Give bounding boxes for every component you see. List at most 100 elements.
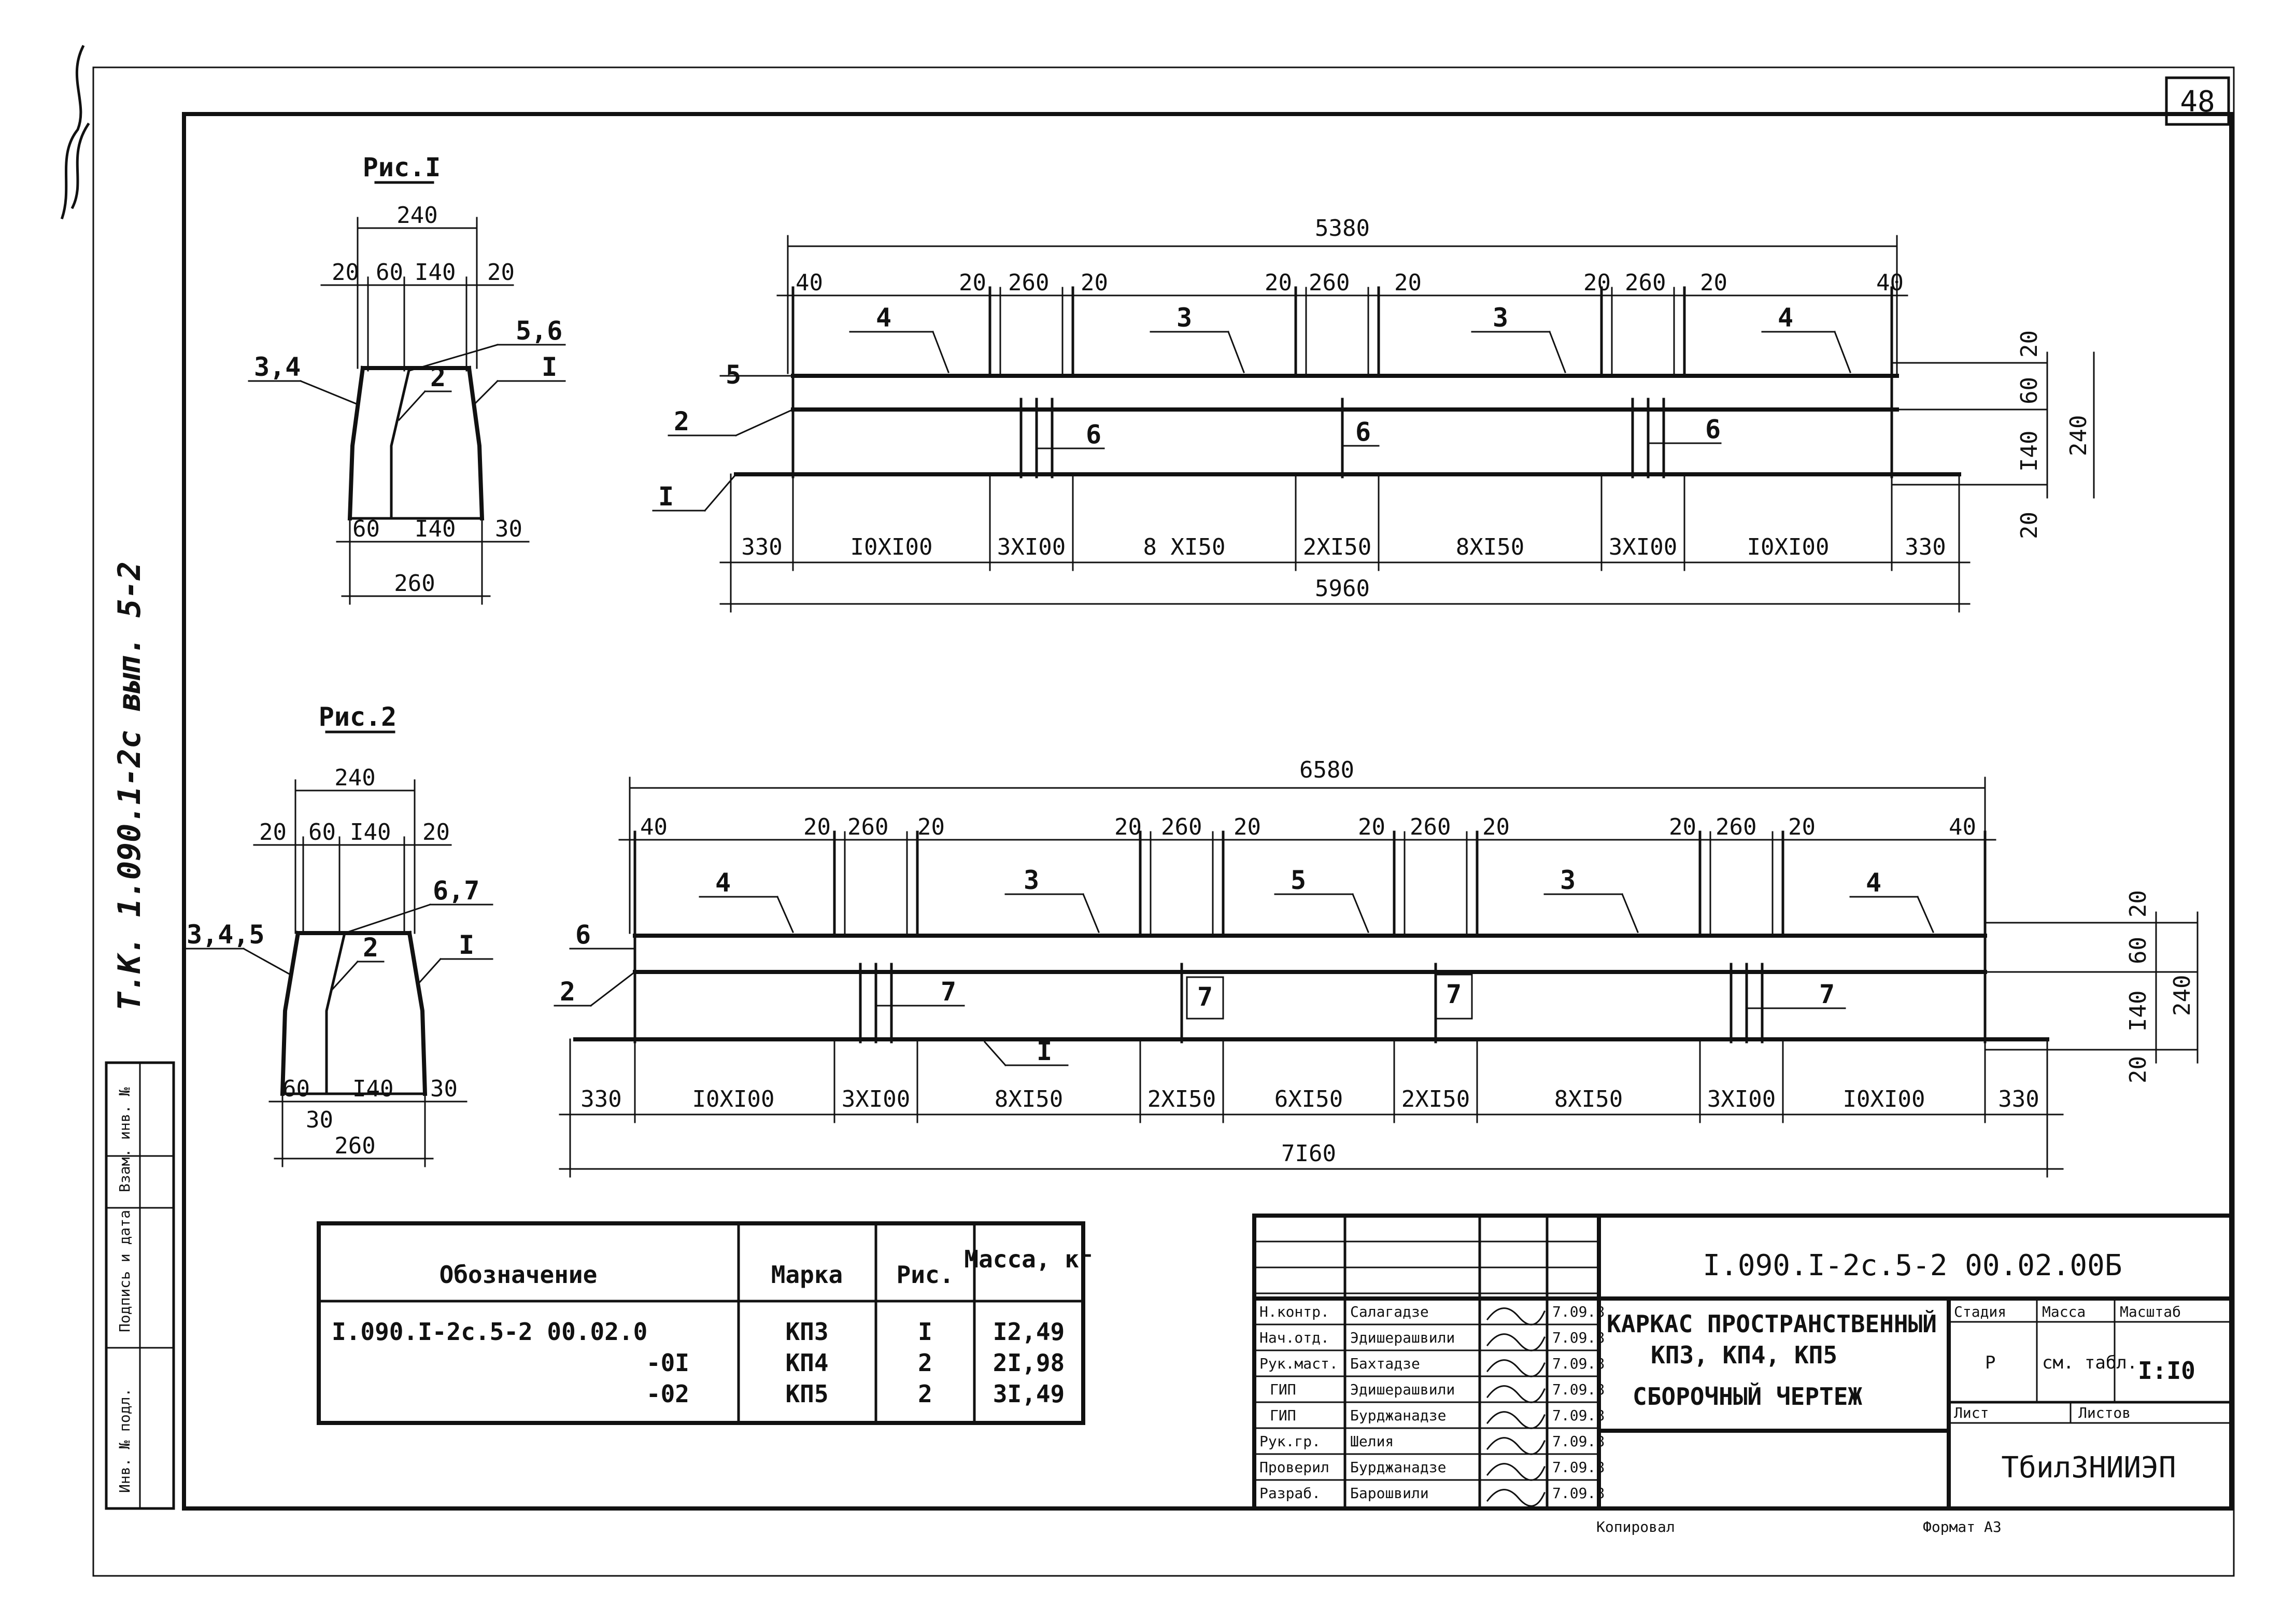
- fig2-title: Рис.2: [319, 702, 397, 732]
- elev2-top-seg-7: 20: [1234, 814, 1261, 840]
- elev2-bottom-seg-5: 2XI50: [1147, 1086, 1216, 1112]
- spec-header-fig: Рис.: [897, 1261, 954, 1289]
- tb-name-line1: КАРКАС ПРОСТРАНСТВЕННЫЙ: [1607, 1310, 1937, 1338]
- elev2-bottom-seg-2: I0XI00: [692, 1086, 775, 1112]
- fig1-top-part-4: 20: [487, 259, 515, 286]
- elev2-tie-label-4: 7: [1819, 979, 1835, 1009]
- spec-cell-r2-mass: 2I,98: [993, 1349, 1065, 1377]
- elev2-top-seg-5: 20: [1114, 814, 1142, 840]
- tb-name-3: Бахтадзе: [1350, 1355, 1420, 1372]
- elev2-top-seg-9: 260: [1410, 814, 1451, 840]
- elev1-top-seg-5: 20: [1265, 270, 1292, 296]
- tb-role-7: Проверил: [1259, 1459, 1329, 1476]
- elev1-bottom-seg-2: I0XI00: [851, 534, 933, 560]
- elev2-bottom-seg-9: 3XI00: [1707, 1086, 1776, 1112]
- elev1-right-dim-2: 60: [2016, 377, 2043, 404]
- elev1-right-dim-3: I40: [2016, 431, 2043, 472]
- fig2-top-part-2: 60: [308, 819, 336, 845]
- elev1-top-seg-2: 20: [959, 270, 986, 296]
- elev1-rod-label-2: 2: [674, 406, 689, 436]
- side-stamp: Инв. № подл. Подпись и дата Взам. инв. №: [105, 1061, 175, 1510]
- elev2-right-dim-1: 20: [2125, 890, 2151, 918]
- elev2-rod-label-3: I: [1037, 1036, 1052, 1066]
- stamp-signature-date: Подпись и дата: [116, 1210, 133, 1332]
- elev2-top-seg-11: 20: [1669, 814, 1696, 840]
- elev2-top-seg-4: 20: [917, 814, 945, 840]
- tb-date-3: 7.09.8: [1552, 1355, 1605, 1372]
- fig2-bottom-part-2: I40: [352, 1076, 393, 1102]
- elev1-top-seg-11: 40: [1876, 270, 1904, 296]
- tb-mass-header: Масса: [2042, 1303, 2086, 1320]
- elevation-1: 5380 40 20 260 20 20 260 20 20 260 20 40: [652, 215, 2095, 613]
- elev2-tie-label-1: 7: [941, 977, 956, 1007]
- elev1-bottom-seg-6: 8XI50: [1456, 534, 1524, 560]
- elev2-top-seg-2: 20: [803, 814, 831, 840]
- elev1-tie-label-3: 6: [1705, 414, 1721, 444]
- tb-name-7: Бурджанадзе: [1350, 1459, 1446, 1476]
- spec-cell-r1-fig: I: [918, 1318, 932, 1346]
- spec-cell-r1-mark: КП3: [785, 1318, 828, 1346]
- spec-cell-r1-designation: I.090.I-2с.5-2 00.02.0: [332, 1318, 647, 1346]
- fig2-top-total: 240: [334, 765, 375, 791]
- spec-cell-r3-mass: 3I,49: [993, 1380, 1065, 1408]
- elev2-tie-label-3: 7: [1446, 979, 1462, 1009]
- tb-scale-value: I:I0: [2138, 1357, 2195, 1385]
- elev1-right-dim-1: 20: [2016, 330, 2043, 358]
- spec-cell-r2-designation: -0I: [646, 1349, 689, 1377]
- elev1-tie-label-2: 6: [1355, 417, 1371, 447]
- spec-cell-r3-fig: 2: [918, 1380, 932, 1408]
- elev1-bottom-seg-9: 330: [1905, 534, 1946, 560]
- tb-scale-header: Масштаб: [2120, 1303, 2181, 1320]
- elev2-rod-label-2: 2: [560, 977, 575, 1007]
- elev2-bar-label-1: 4: [715, 868, 731, 898]
- tb-date-1: 7.09.8: [1552, 1303, 1605, 1320]
- fig1-left-label: 3,4: [254, 352, 301, 382]
- elev1-tie-label-1: 6: [1086, 419, 1101, 449]
- elev2-bottom-seg-11: 330: [1998, 1086, 2039, 1112]
- fig1-title: Рис.I: [363, 152, 441, 182]
- fig2-top-label: 6,7: [433, 876, 479, 906]
- elev1-rod-label-3: I: [658, 482, 674, 512]
- tb-name-1: Салагадзе: [1350, 1303, 1429, 1320]
- tb-stage-header: Стадия: [1954, 1303, 2006, 1320]
- elev1-right-total: 240: [2065, 415, 2092, 456]
- elev1-bottom-seg-8: I0XI00: [1747, 534, 1830, 560]
- title-block: Н.контр. Салагадзе 7.09.8 Нач.отд. Эдише…: [1252, 1214, 2233, 1511]
- drawing-frame: [182, 112, 2233, 1511]
- tb-stage-value: Р: [1985, 1352, 1995, 1373]
- fig2-section: Рис.2 240 20 60 I40 20 3,4,5 I 6,7 2 60 …: [186, 702, 493, 1167]
- elev2-right-dim-3: I40: [2125, 991, 2151, 1032]
- stamp-inv-no: Инв. № подл.: [116, 1388, 133, 1493]
- tb-name-5: Бурджанадзе: [1350, 1407, 1446, 1424]
- fig2-bottom-part-3: 30: [430, 1076, 458, 1102]
- spec-cell-r2-fig: 2: [918, 1349, 932, 1377]
- side-note: Т.К. 1.090.1-2с вып. 5-2: [111, 561, 148, 1011]
- elev1-top-seg-10: 20: [1700, 270, 1727, 296]
- elev1-top-seg-6: 260: [1309, 270, 1350, 296]
- outer-border: [92, 66, 2235, 1577]
- tb-date-6: 7.09.8: [1552, 1433, 1605, 1450]
- elev2-top-seg-8: 20: [1358, 814, 1385, 840]
- elev1-right-dim-4: 20: [2016, 512, 2043, 539]
- fig1-bottom-part-2: I40: [415, 516, 456, 542]
- tb-name-6: Шелия: [1350, 1433, 1394, 1450]
- signature-scribble-icon: [60, 45, 90, 220]
- fig1-right-label: I: [542, 352, 557, 382]
- elev2-top-seg-1: 40: [640, 814, 668, 840]
- tb-organization: ТбилЗНИИЭП: [2001, 1451, 2176, 1485]
- tb-role-8: Разраб.: [1259, 1485, 1321, 1502]
- sheet-number: 48: [2180, 85, 2215, 119]
- tb-name-line2: КП3, КП4, КП5: [1651, 1341, 1837, 1369]
- tb-name-8: Барошвили: [1350, 1485, 1429, 1502]
- fig1-top-label: 5,6: [516, 316, 562, 346]
- fig2-top-part-4: 20: [422, 819, 450, 845]
- fig2-center-label: 2: [363, 933, 378, 963]
- fig1-top-part-2: 60: [376, 259, 403, 286]
- elev2-right-dim-4: 20: [2125, 1056, 2151, 1083]
- elev1-bar-label-2: 3: [1177, 303, 1192, 333]
- tb-sheets-label: Листов: [2078, 1404, 2131, 1421]
- spec-table: Обозначение Марка Рис. Масса, кг I.090.I…: [317, 1221, 1094, 1425]
- elev1-rod-label-1: 5: [726, 360, 741, 390]
- elev2-tie-label-2: 7: [1197, 982, 1213, 1012]
